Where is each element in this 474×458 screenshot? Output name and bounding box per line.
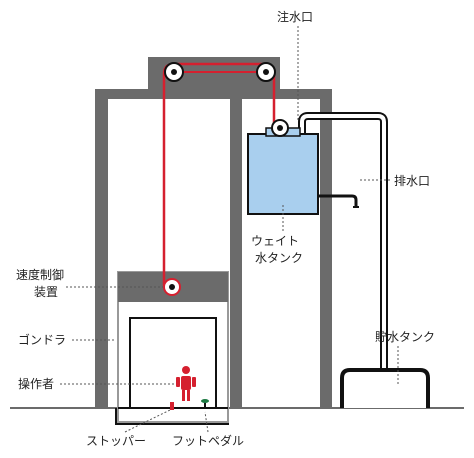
- pedal-icon: [201, 399, 209, 408]
- weight-water-tank: [247, 133, 319, 215]
- drain-faucet: [318, 194, 358, 206]
- leader-lines: [60, 26, 399, 433]
- label-weight-tank-line1: ウェイト: [251, 234, 300, 248]
- storage-tank: [340, 368, 430, 408]
- right-tower-outer-wall: [320, 89, 332, 408]
- label-foot-pedal: フットペダル: [172, 434, 245, 448]
- label-weight-tank-line2: 水タンク: [255, 251, 304, 265]
- label-speed-controller-line2: 装置: [34, 285, 59, 299]
- water-pipe-inner: [300, 114, 386, 400]
- left-tower-top-wall: [95, 89, 240, 99]
- label-water-inlet: 注水口: [277, 10, 314, 24]
- label-storage-tank: 貯水タンク: [375, 330, 436, 344]
- pulley-icon: [256, 62, 276, 82]
- right-tower-top-wall: [242, 89, 332, 99]
- label-stopper: ストッパー: [86, 434, 147, 448]
- center-wall: [230, 89, 242, 408]
- stopper: [170, 402, 174, 410]
- pulley-icon: [164, 62, 184, 82]
- label-speed-controller-line1: 速度制御: [16, 268, 65, 282]
- person-icon: [176, 366, 196, 401]
- gondola-cabin: [129, 317, 217, 409]
- label-operator: 操作者: [18, 377, 55, 391]
- label-gondola: ゴンドラ: [18, 333, 67, 347]
- leader-foot-pedal: [204, 411, 209, 433]
- leader-stopper: [124, 409, 171, 433]
- label-drain-outlet: 排水口: [394, 174, 431, 188]
- speed-controller-pulley-icon: [163, 278, 181, 296]
- left-tower-outer-wall: [95, 89, 108, 408]
- pulley-icon: [271, 119, 289, 137]
